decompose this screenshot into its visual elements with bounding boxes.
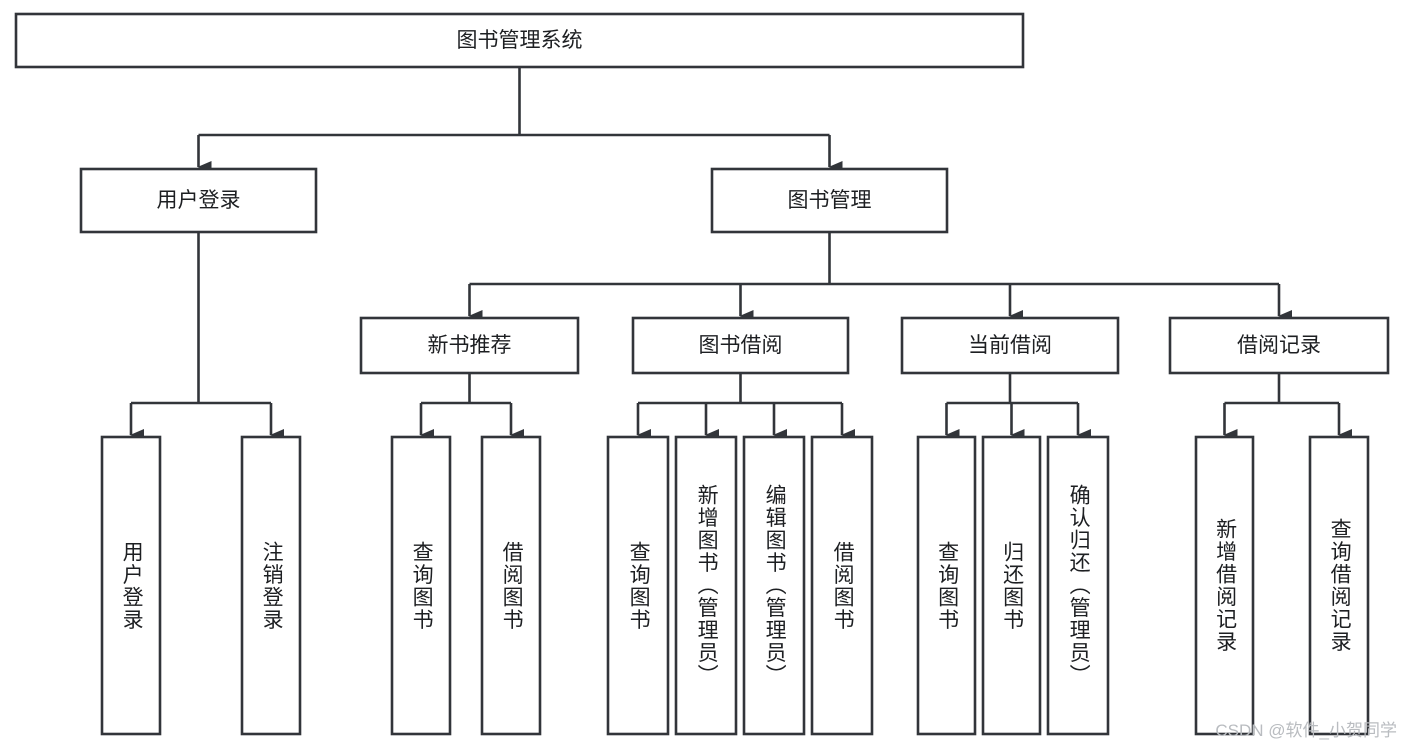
node-l-logout[interactable] [240,435,302,736]
node-label: 用户登录 [157,189,241,212]
node-l-query-book-2[interactable] [606,435,670,736]
node-box[interactable] [480,435,542,736]
node-l-query-book-1[interactable] [390,435,452,736]
node-box[interactable] [916,435,977,736]
node-box[interactable] [1194,435,1255,736]
node-n-user-login[interactable]: 用户登录 [79,167,318,234]
node-l-borrow-book-2[interactable] [810,435,874,736]
node-root[interactable]: 图书管理系统 [14,12,1025,69]
node-n-book-borrow[interactable]: 图书借阅 [631,316,850,375]
node-box[interactable] [981,435,1042,736]
node-box[interactable] [14,12,1025,69]
node-box[interactable] [79,167,318,234]
node-box[interactable] [1308,435,1370,736]
node-label: 当前借阅 [968,334,1052,357]
node-label: 图书管理系统 [457,29,583,52]
node-label: 图书借阅 [699,334,783,357]
node-l-return-book[interactable] [981,435,1042,736]
node-n-borrow-record[interactable]: 借阅记录 [1168,316,1390,375]
node-box[interactable] [1046,435,1110,736]
node-box[interactable] [900,316,1120,375]
node-box[interactable] [742,435,806,736]
node-box[interactable] [240,435,302,736]
node-box[interactable] [1168,316,1390,375]
node-box[interactable] [100,435,162,736]
node-l-edit-book[interactable] [742,435,806,736]
node-box[interactable] [810,435,874,736]
node-n-new-book-rec[interactable]: 新书推荐 [359,316,580,375]
node-box[interactable] [359,316,580,375]
node-label: 新书推荐 [428,334,512,357]
node-box[interactable] [674,435,738,736]
node-box[interactable] [390,435,452,736]
node-l-query-book-3[interactable] [916,435,977,736]
node-l-user-login[interactable] [100,435,162,736]
node-box[interactable] [710,167,949,234]
node-l-add-book[interactable] [674,435,738,736]
node-l-query-record[interactable] [1308,435,1370,736]
edge-layer [129,67,1352,441]
node-box[interactable] [606,435,670,736]
node-label: 图书管理 [788,189,872,212]
node-l-add-record[interactable] [1194,435,1255,736]
node-n-current-borrow[interactable]: 当前借阅 [900,316,1120,375]
node-l-confirm-return[interactable] [1046,435,1110,736]
node-label: 借阅记录 [1237,334,1321,357]
node-n-book-mgmt[interactable]: 图书管理 [710,167,949,234]
node-l-borrow-book-1[interactable] [480,435,542,736]
node-box[interactable] [631,316,850,375]
csdn-watermark: CSDN @软件_小贺同学 [1215,721,1397,740]
